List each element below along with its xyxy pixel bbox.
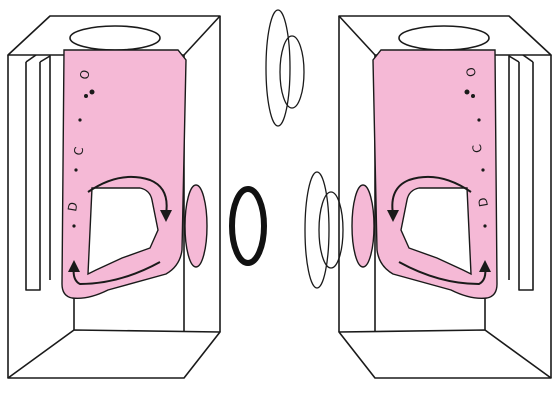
double-ring-icon	[305, 172, 329, 288]
right-dot-1	[465, 90, 470, 95]
bold-ring-icon	[232, 189, 264, 263]
right-box-bottom-tray	[339, 330, 551, 378]
floating-ring-icon-2	[280, 36, 304, 108]
right-box-rib-edge	[523, 55, 533, 62]
right-dot-4	[481, 168, 484, 171]
left-box-rib-edge	[26, 55, 36, 62]
left-dot-3	[78, 118, 81, 121]
right-dot-2	[471, 94, 475, 98]
left-dot-4	[74, 168, 77, 171]
right-box-top-opening	[399, 26, 489, 50]
left-box-top-opening	[70, 26, 160, 50]
left-box-inner-rib	[26, 62, 40, 290]
right-dot-5	[483, 224, 486, 227]
right-side-disc	[352, 185, 374, 267]
right-box-inner-rib	[519, 62, 533, 290]
right-box-inner-rib-2	[509, 56, 519, 280]
left-dot-1	[90, 90, 95, 95]
left-dot-2	[84, 94, 88, 98]
left-pink-tube: O C D	[62, 50, 186, 298]
left-tube-body	[62, 50, 186, 298]
center-rings	[232, 10, 343, 288]
right-tube-body	[373, 50, 497, 298]
left-side-disc	[185, 185, 207, 267]
floating-ring-icon	[266, 10, 290, 126]
left-dot-5	[72, 224, 75, 227]
left-box-bottom-tray	[8, 330, 220, 378]
left-box-inner-rib-2	[40, 56, 50, 280]
right-box	[339, 16, 551, 378]
right-dot-3	[477, 118, 480, 121]
